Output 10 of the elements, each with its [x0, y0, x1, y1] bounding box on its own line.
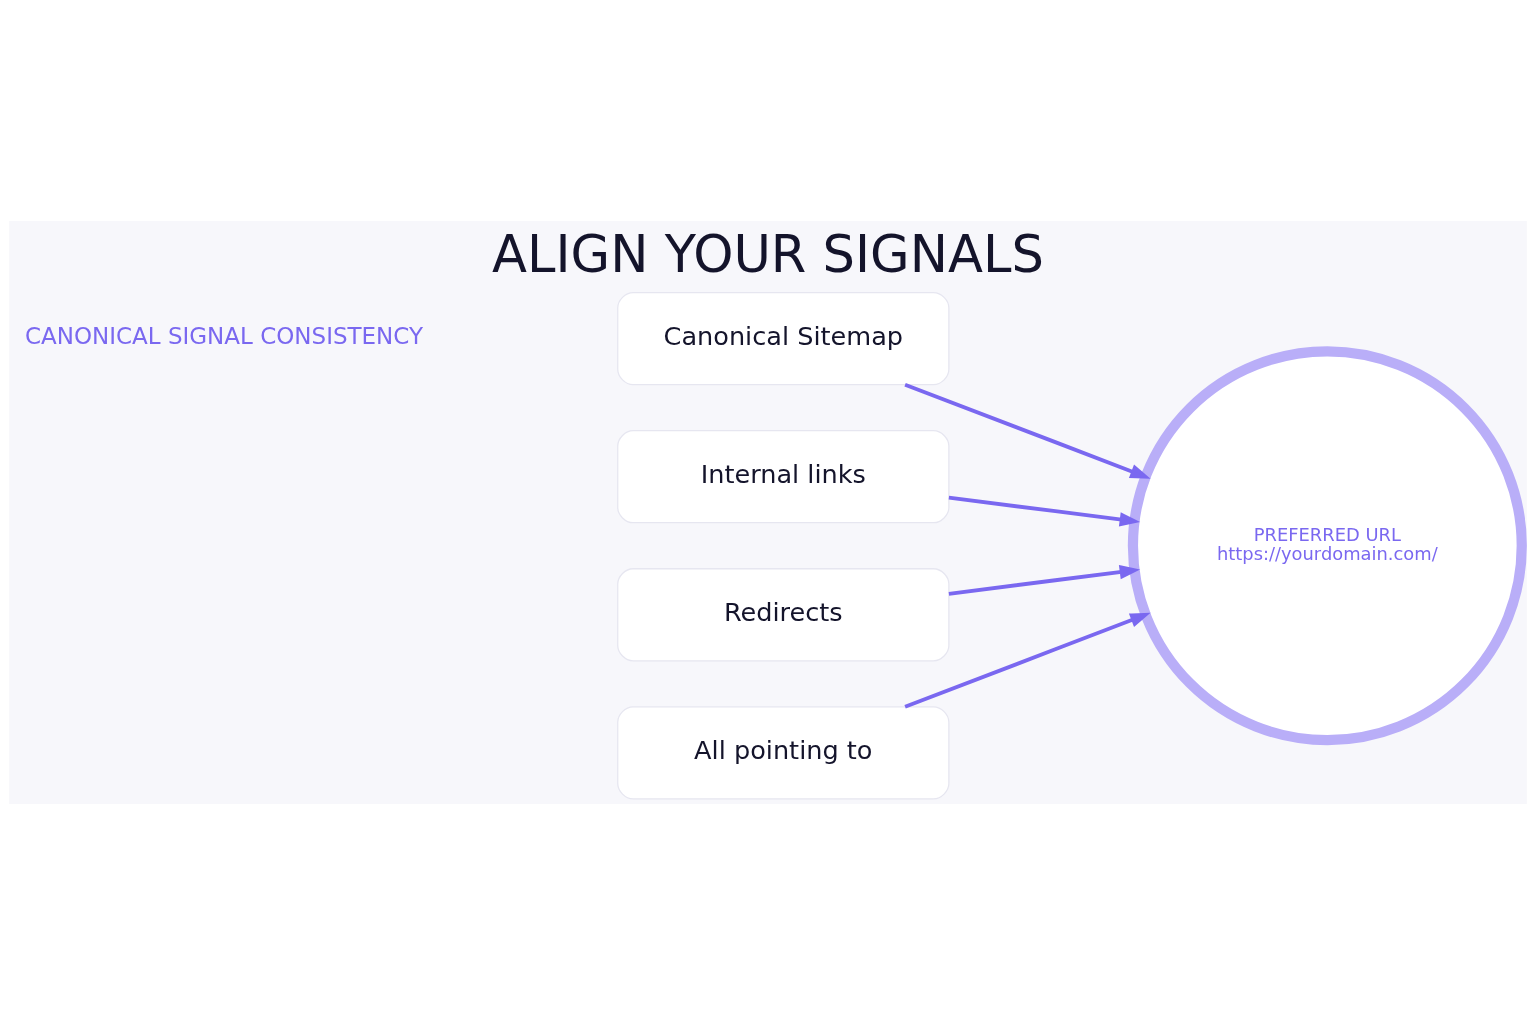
node-box: All pointing to [617, 705, 950, 800]
arrow [948, 495, 1141, 527]
arrow [948, 564, 1141, 596]
arrow [904, 382, 1151, 479]
node-box: Canonical Sitemap [617, 291, 950, 385]
node-box: Redirects [617, 567, 950, 661]
arrow [904, 612, 1151, 709]
diagram-title: ALIGN YOUR SIGNALS [492, 224, 1044, 284]
label: CANONICAL SIGNAL CONSISTENCY [24, 322, 424, 349]
node-box: Internal links [617, 429, 950, 523]
